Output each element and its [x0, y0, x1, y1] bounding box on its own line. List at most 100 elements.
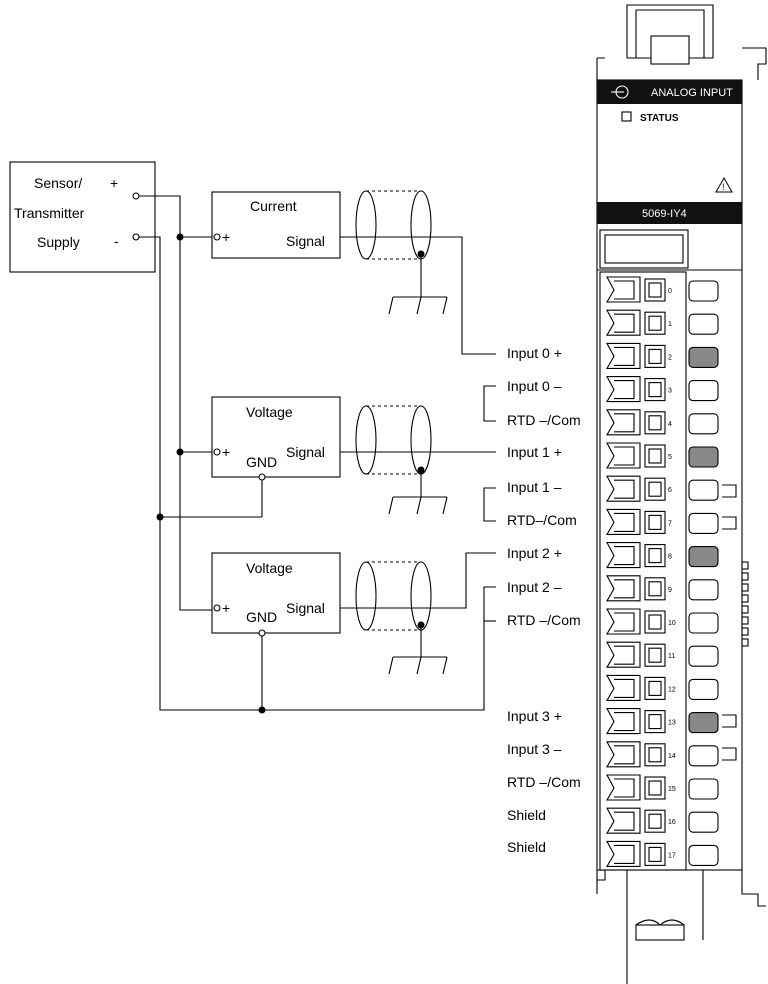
sensor-label: Sensor/ [34, 175, 82, 191]
terminal-screw [644, 577, 666, 601]
terminal-screw [644, 776, 666, 800]
device-plus-terminal [213, 604, 221, 612]
terminal-number: 10 [668, 620, 676, 627]
terminal-clamp-inner [614, 579, 635, 599]
terminal-contact [688, 280, 719, 302]
side-rib-tooth [741, 627, 749, 636]
terminal-screw-inner [648, 415, 662, 431]
supply-label: Supply [37, 234, 80, 250]
terminal-screw-inner [648, 382, 662, 398]
terminal-screw [644, 610, 666, 634]
side-rib-tooth [741, 594, 749, 603]
side-rib-tooth [741, 638, 749, 647]
side-rib-tooth [741, 572, 749, 581]
device-gnd-terminal [258, 629, 266, 637]
sensor-minus-terminal [132, 233, 140, 241]
terminal-clamp-inner [614, 745, 635, 765]
terminal-number: 12 [668, 686, 676, 693]
terminal-screw-inner [648, 514, 662, 530]
side-rib-tooth [741, 616, 749, 625]
side-rib-tooth [741, 583, 749, 592]
terminal-clamp-inner [614, 313, 635, 333]
terminal-contact [688, 645, 719, 667]
terminal-clamp-inner [614, 280, 635, 300]
terminal-clamp [606, 608, 641, 635]
device-plus-label: + [222, 600, 230, 616]
terminal-number: 3 [668, 388, 672, 395]
terminal-screw [644, 510, 666, 534]
shielded-cable-3 [340, 552, 496, 675]
terminal-clamp [606, 309, 641, 336]
terminal-number: 2 [668, 354, 672, 361]
terminal-contact [688, 844, 719, 866]
warning-icon: ! [722, 182, 725, 192]
terminal-number: 0 [668, 288, 672, 295]
terminal-clamp [606, 376, 641, 403]
terminal-clamp-inner [614, 346, 635, 366]
terminal-contact-highlighted [688, 712, 719, 734]
terminal-number: 15 [668, 786, 676, 793]
voltage-transmitter-1: Voltage Signal GND + [211, 396, 341, 481]
shielded-cable-1 [340, 190, 496, 355]
device-gnd-terminal [258, 473, 266, 481]
terminal-label: RTD –/Com [507, 612, 581, 628]
terminal-clamp [606, 276, 641, 303]
terminal-screw-inner [648, 647, 662, 663]
terminal-clamp [606, 475, 641, 502]
terminal-number: 16 [668, 819, 676, 826]
terminal-screw-inner [648, 481, 662, 497]
terminal-clamp [606, 708, 641, 735]
transmitter-label: Transmitter [14, 205, 85, 221]
terminal-screw [644, 643, 666, 667]
terminal-clamp [606, 542, 641, 569]
terminal-screw [644, 311, 666, 335]
terminal-clamp [606, 774, 641, 801]
terminal-screw [644, 477, 666, 501]
terminal-screw [644, 842, 666, 866]
device-signal-label: Signal [286, 233, 325, 249]
terminal-screw [644, 710, 666, 734]
sensor-plus-terminal [132, 192, 140, 200]
jumper-brackets [483, 385, 496, 622]
terminal-clamp-inner [614, 546, 635, 566]
side-rib-tooth [741, 605, 749, 614]
shielded-cable-2 [340, 405, 496, 515]
terminal-screw [644, 378, 666, 402]
terminal-label: Input 1 + [507, 444, 562, 460]
terminal-label: Input 2 + [507, 545, 562, 561]
terminal-clamp-inner [614, 512, 635, 532]
status-label: STATUS [640, 113, 679, 124]
terminal-number: 9 [668, 587, 672, 594]
terminal-label: RTD –/Com [507, 412, 581, 428]
terminal-contact [688, 479, 719, 501]
device-title: Voltage [246, 560, 293, 576]
device-plus-label: + [222, 229, 230, 245]
device-plus-terminal [213, 233, 221, 241]
terminal-screw-inner [648, 548, 662, 564]
terminal-screw-inner [648, 813, 662, 829]
terminal-number: 11 [668, 653, 675, 660]
terminal-screw-inner [648, 282, 662, 298]
terminal-clamp [606, 442, 641, 469]
terminal-label: Input 2 – [507, 579, 562, 595]
terminal-contact [688, 678, 719, 700]
terminal-number: 13 [668, 720, 676, 727]
sensor-supply-box: Sensor/ Transmitter Supply + - [9, 161, 156, 273]
terminal-label: Input 3 + [507, 708, 562, 724]
terminal-clamp-inner [614, 380, 635, 400]
terminal-label: Shield [507, 807, 546, 823]
terminal-label: Input 3 – [507, 741, 562, 757]
junction-dot [176, 448, 184, 456]
terminal-number: 5 [668, 454, 672, 461]
terminal-clamp [606, 840, 641, 867]
status-indicator [621, 111, 632, 122]
terminal-contact [688, 579, 719, 601]
terminal-label: RTD–/Com [507, 512, 577, 528]
terminal-clamp [606, 674, 641, 701]
terminal-label: Shield [507, 839, 546, 855]
junction-dot [258, 706, 266, 714]
terminal-clamp-inner [614, 778, 635, 798]
side-rib-tooth [741, 561, 749, 570]
terminal-clamp [606, 508, 641, 535]
